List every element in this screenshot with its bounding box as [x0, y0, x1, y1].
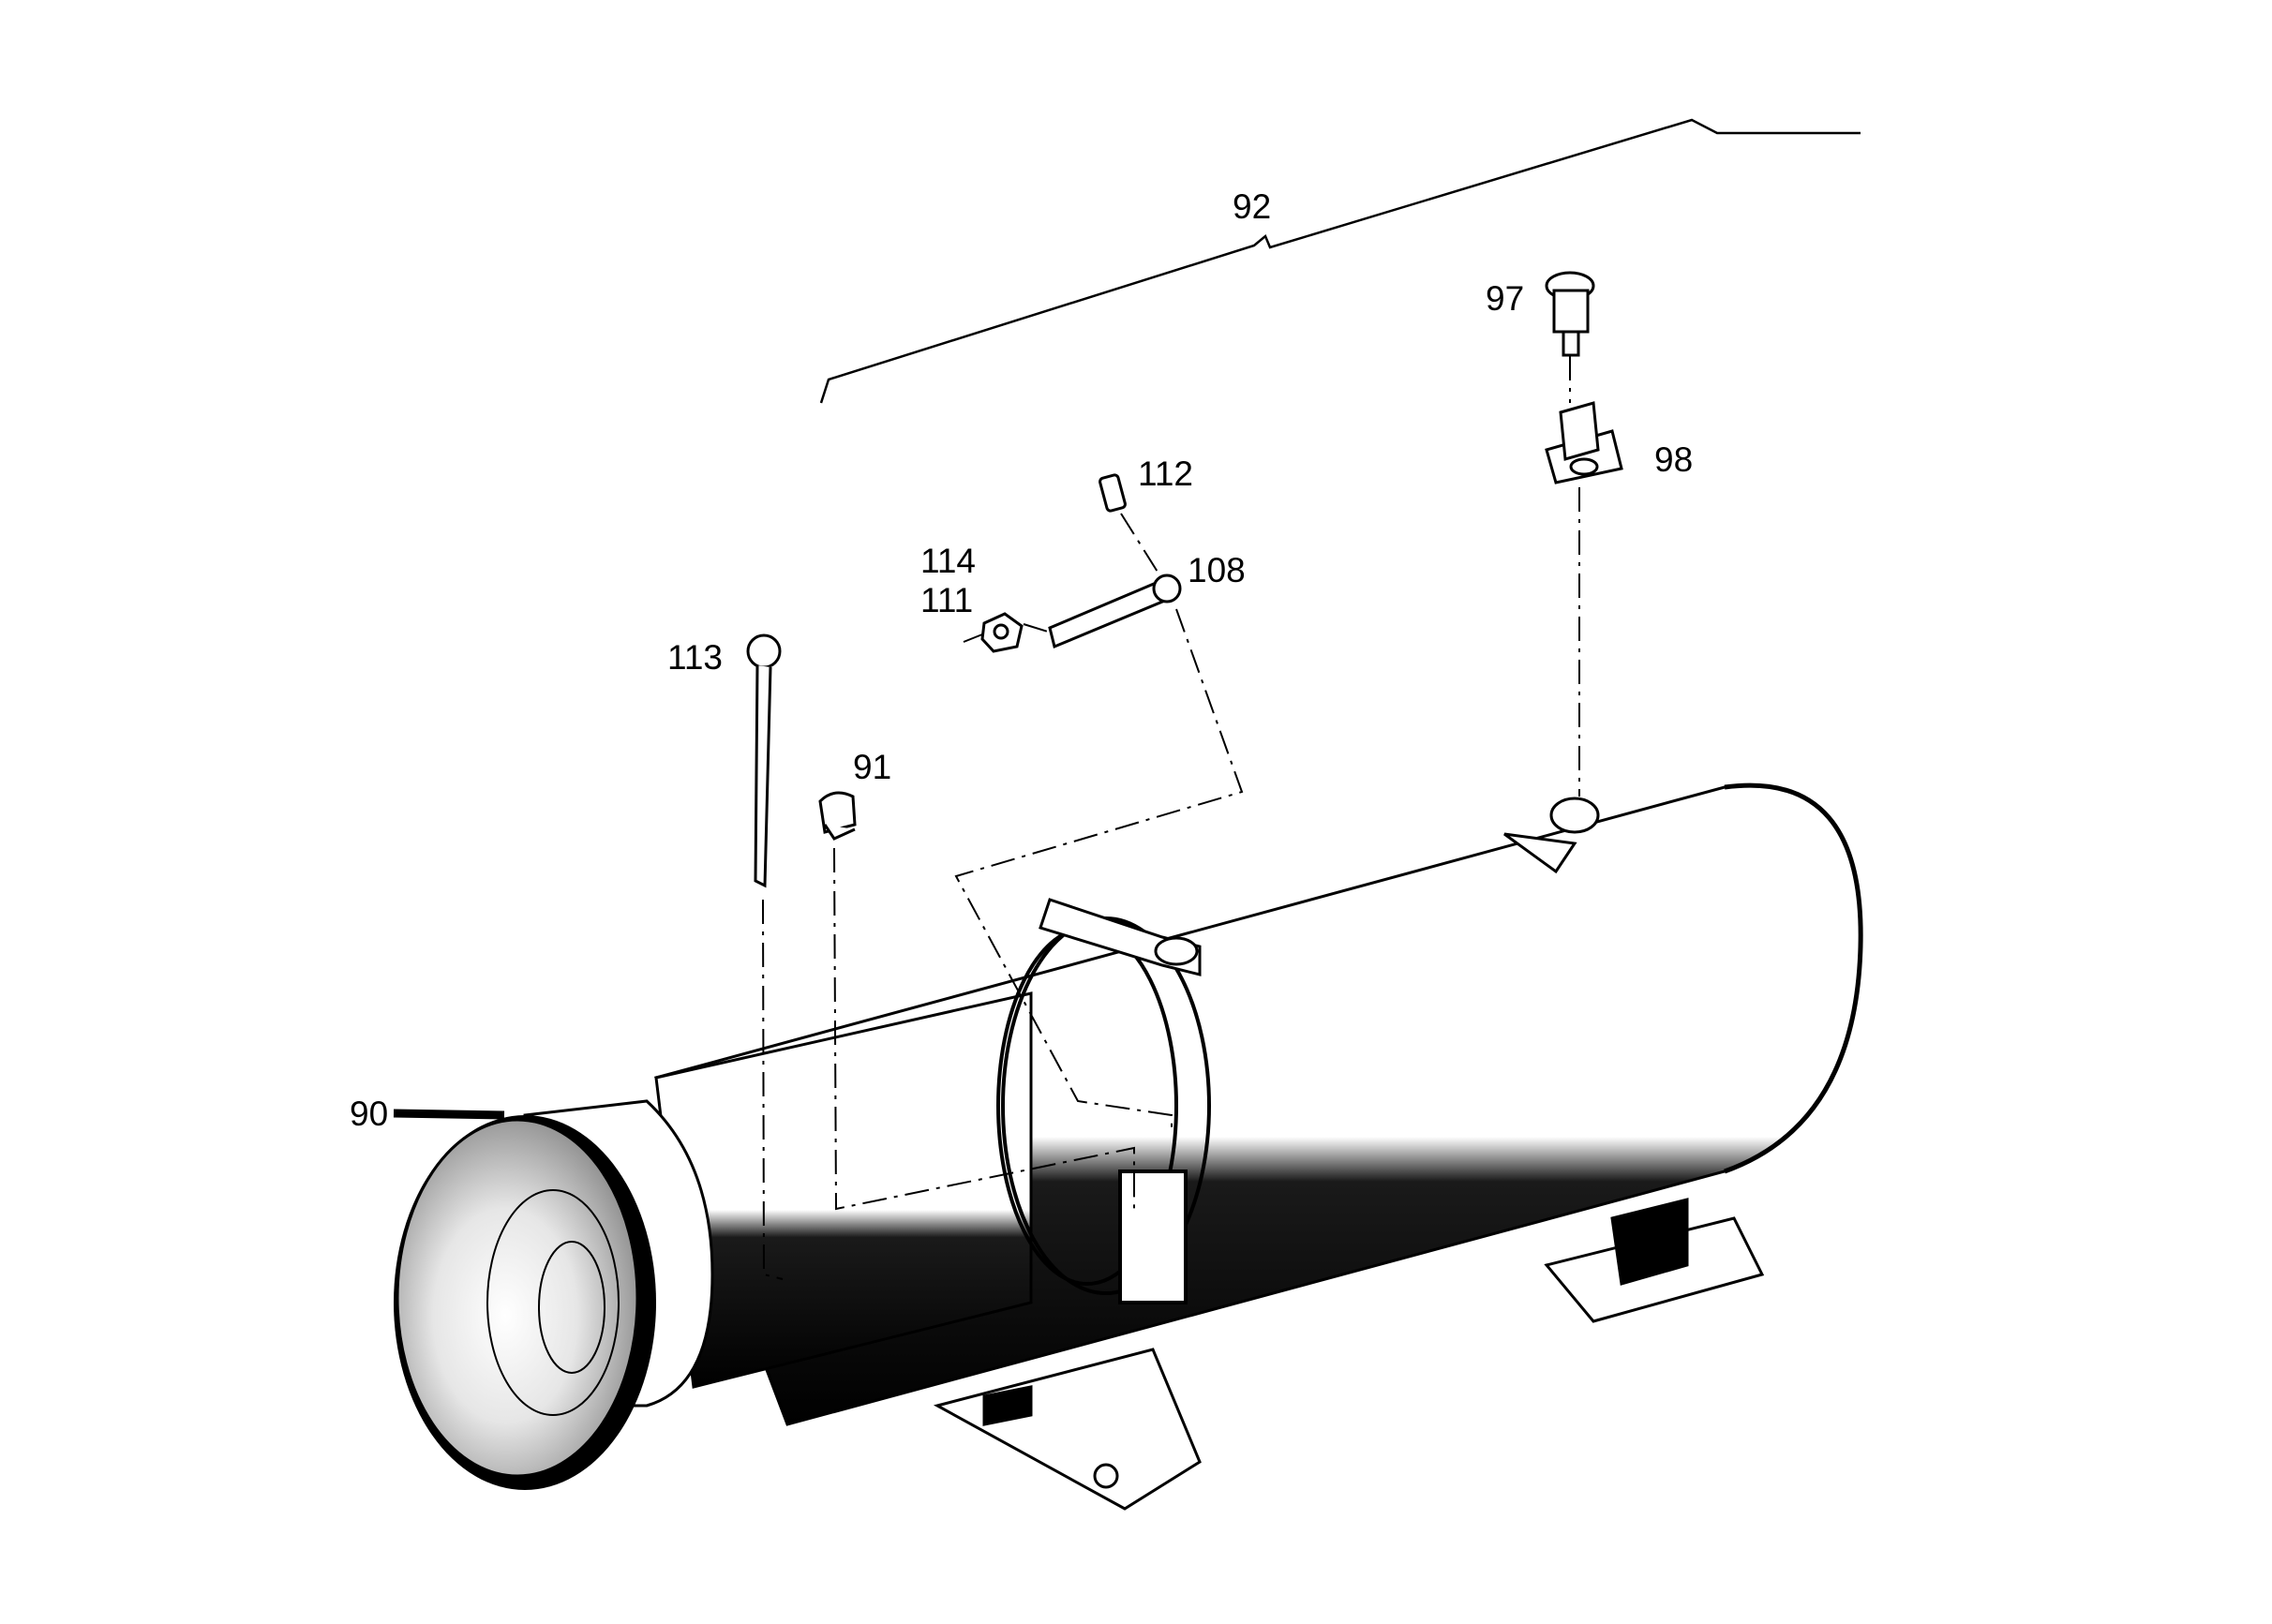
split-pin-113 [746, 633, 782, 888]
callout-92: 92 [1233, 187, 1272, 226]
mounting-foot-left [933, 1348, 1202, 1511]
plug-97 [1545, 271, 1595, 357]
bracket-98 [1545, 401, 1623, 484]
clip-91 [818, 791, 857, 841]
leader-90 [393, 1109, 505, 1120]
nut-111-114 [980, 612, 1024, 653]
filler-boss [1503, 797, 1600, 874]
callout-113: 113 [667, 638, 723, 677]
callout-97: 97 [1486, 279, 1525, 318]
callout-111: 111 [920, 581, 974, 619]
callout-98: 98 [1654, 440, 1694, 479]
sleeve-112 [1099, 473, 1127, 513]
callout-112: 112 [1138, 454, 1193, 493]
bell-mouth-90 [394, 1099, 714, 1490]
callout-91: 91 [853, 748, 892, 786]
assembly-lines [762, 356, 1580, 1280]
mounting-foot-right [1544, 1198, 1765, 1323]
top-lever [1039, 898, 1202, 976]
callout-114: 114 [920, 542, 976, 580]
clamp-band [996, 916, 1211, 1304]
bolt-108 [1048, 574, 1182, 649]
callout-90: 90 [350, 1095, 389, 1133]
assembly-bracket-92 [819, 118, 1861, 404]
callout-108: 108 [1188, 551, 1246, 589]
